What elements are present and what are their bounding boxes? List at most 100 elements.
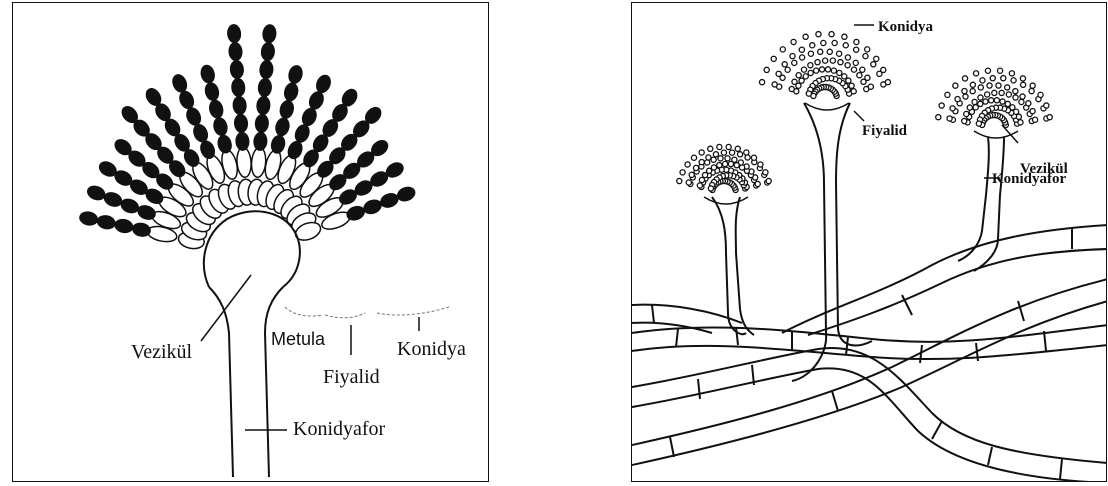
conidium (829, 32, 834, 37)
conidium (717, 144, 722, 149)
conidium (706, 155, 711, 160)
vesicle (704, 197, 748, 204)
conidium (758, 162, 763, 167)
label-konidya: Konidya (397, 338, 466, 360)
conidium (708, 146, 713, 151)
conidium (259, 60, 273, 79)
conidium (199, 64, 216, 85)
conidium (744, 150, 749, 155)
conidiophores-diagram: Konidya Fiyalid Vezikül Konidyafor (632, 3, 1107, 482)
conidium (689, 172, 694, 177)
conidium (964, 111, 969, 116)
conidium (857, 73, 862, 78)
conidium (1005, 85, 1010, 90)
hypha-2-lower (632, 368, 1107, 482)
conidium (868, 84, 873, 89)
conidium (680, 170, 685, 175)
conidium (1044, 103, 1049, 108)
conidium (362, 198, 383, 217)
conidium (713, 152, 718, 157)
conidium (790, 54, 795, 59)
conidium (997, 68, 1002, 73)
conidium (735, 146, 740, 151)
conidium (992, 90, 997, 95)
conidium (725, 156, 730, 161)
conidial-head (677, 144, 772, 204)
conidium (851, 67, 856, 72)
conidial-head-diagram: Vezikül Metula Fiyalid Konidya Konidyafo… (13, 3, 489, 482)
conidium (1000, 99, 1005, 104)
conidium (231, 78, 245, 97)
conidium (711, 165, 716, 170)
conidium (808, 51, 813, 56)
conidium (808, 63, 813, 68)
conidium (827, 49, 832, 54)
conidium (854, 47, 859, 52)
conidium (699, 177, 704, 182)
conidium (262, 24, 276, 43)
conidium (764, 67, 769, 72)
conidium (837, 51, 842, 56)
conidium (825, 67, 830, 72)
conidium (208, 99, 225, 120)
conidium (970, 82, 975, 87)
conidium (792, 79, 797, 84)
conidium (1020, 94, 1025, 99)
conidiophore-stalks (712, 103, 1004, 381)
conidium (978, 85, 983, 90)
hypha-2-upper (632, 348, 1107, 463)
conidium (734, 163, 739, 168)
conidium (843, 43, 848, 48)
conidium (976, 121, 981, 126)
conidium (1013, 95, 1018, 100)
hypha-3-lower (632, 301, 1107, 465)
stalk-left-b (736, 197, 754, 335)
conidium (379, 191, 400, 210)
vesicle-outline (204, 211, 300, 287)
conidium (1021, 82, 1026, 87)
conidium (721, 150, 726, 155)
conidium (711, 157, 716, 162)
conidium (737, 152, 742, 157)
conidium (874, 56, 879, 61)
conidium (253, 132, 267, 151)
conidium (1020, 76, 1025, 81)
hypha-3-upper (632, 279, 1107, 445)
conidial-chain (936, 115, 985, 128)
conidium (983, 99, 988, 104)
conidium (842, 34, 847, 39)
conidium (119, 197, 140, 216)
conidium (274, 117, 291, 138)
conidium (782, 62, 787, 67)
hypha-1-upper (632, 325, 1107, 342)
hypha-5-upper (632, 305, 742, 323)
conidium (1030, 83, 1035, 88)
conidium (1032, 117, 1037, 122)
conidium (287, 64, 304, 85)
r-label-fiyalid: Fiyalid (862, 123, 908, 139)
conidium (871, 62, 876, 67)
stalk-right-a (958, 137, 989, 261)
conidium (772, 82, 777, 87)
conidium (699, 150, 704, 155)
conidium (796, 73, 801, 78)
conidium (978, 95, 983, 100)
conidium (963, 94, 968, 99)
conidium (814, 68, 819, 73)
conidium (78, 210, 98, 226)
conidium (763, 170, 768, 175)
conidium (702, 172, 707, 177)
conidium (962, 89, 967, 94)
conidium (677, 178, 682, 183)
conidium (989, 98, 994, 103)
metula-bracket (285, 307, 323, 316)
conidium (718, 156, 723, 161)
r-label-konidyafor: Konidyafor (992, 171, 1067, 187)
conidium (283, 82, 300, 103)
conidium (881, 67, 886, 72)
conidium (697, 183, 702, 188)
r-fiyalid-pointer (854, 111, 864, 121)
conidium (994, 98, 999, 103)
conidium (232, 96, 246, 115)
phialide (236, 147, 252, 178)
